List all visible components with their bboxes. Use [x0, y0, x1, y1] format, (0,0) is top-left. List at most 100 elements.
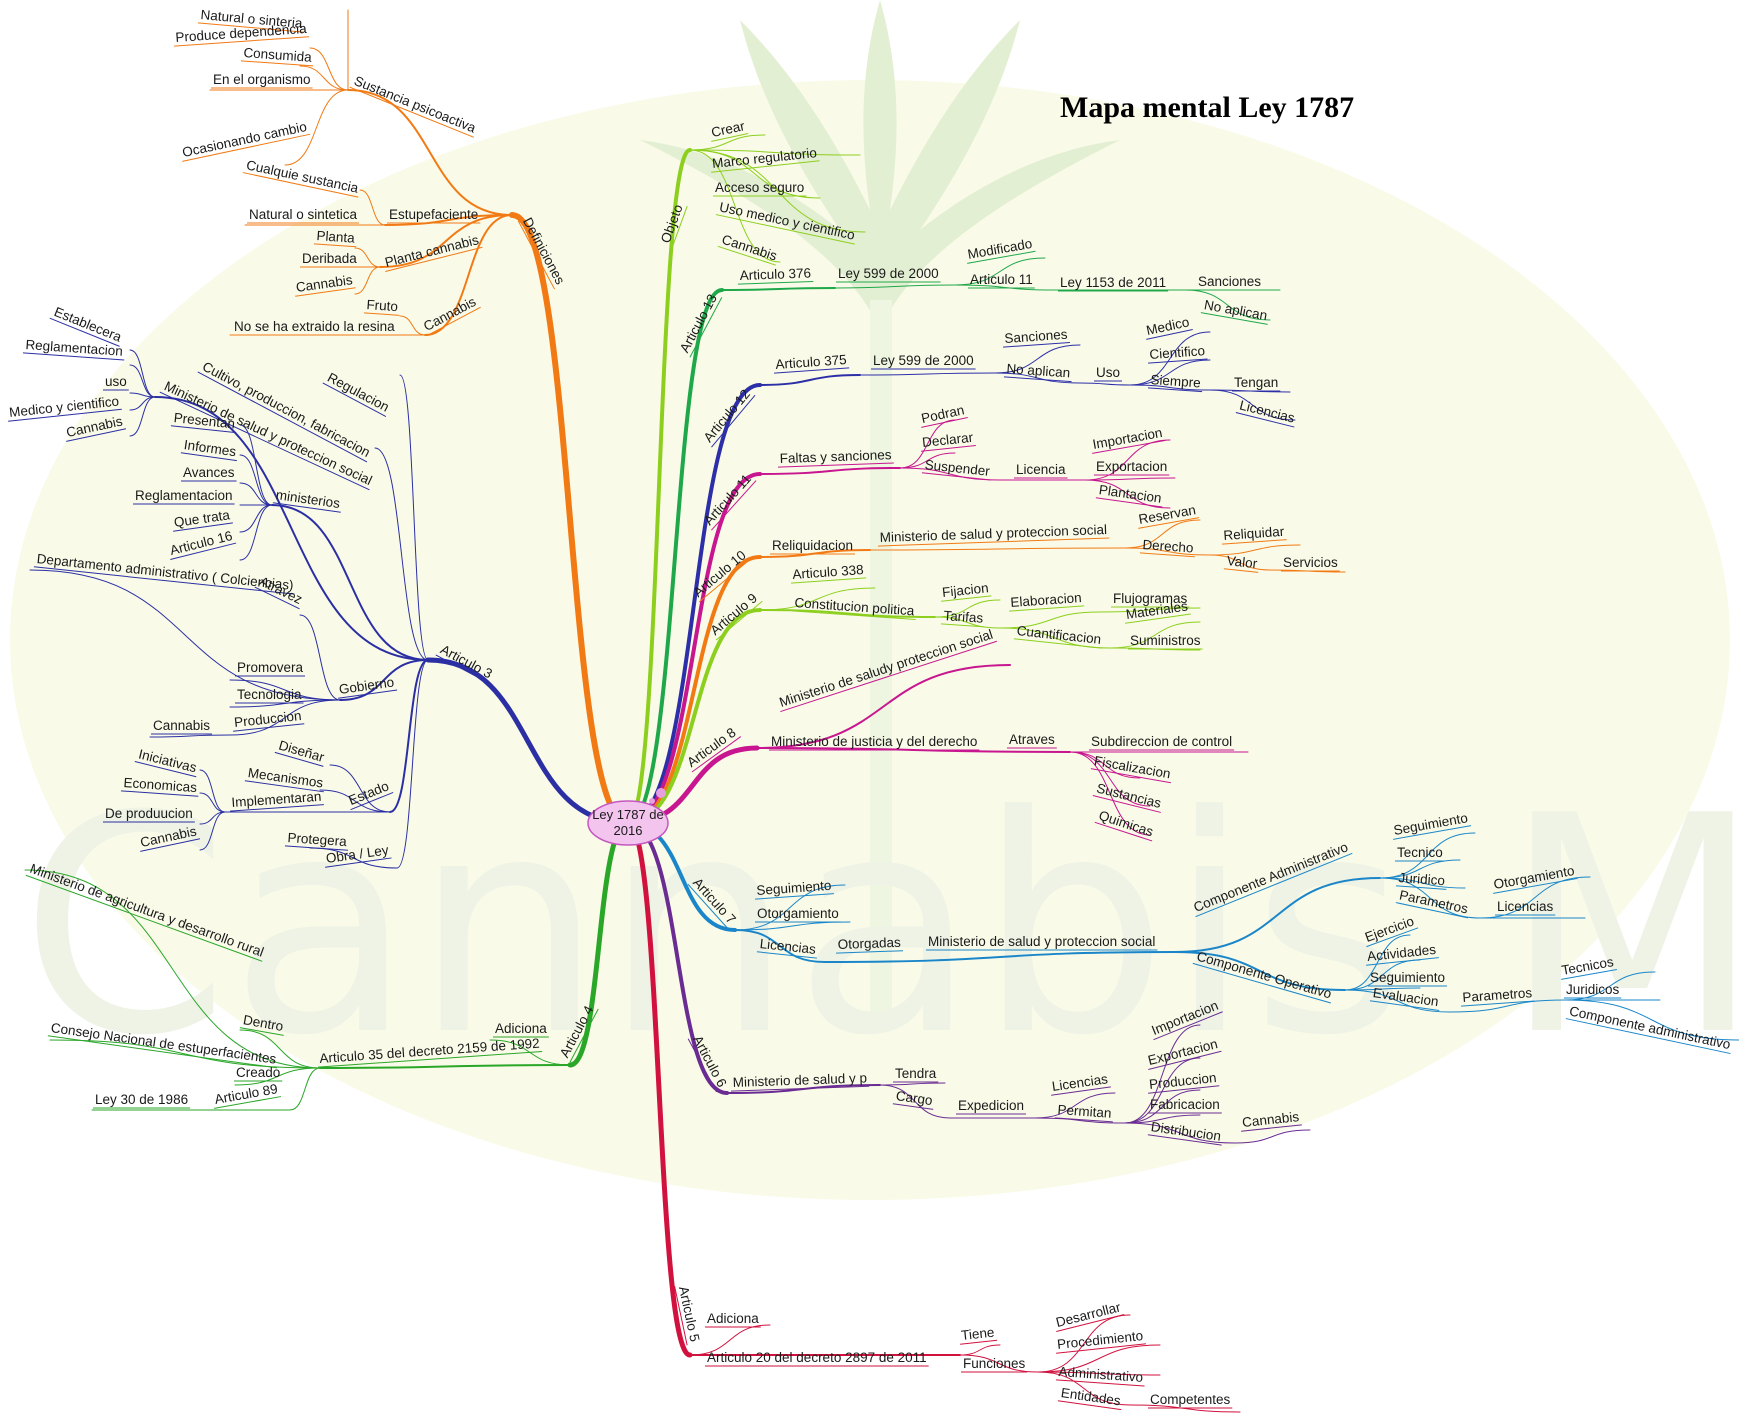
- node-permitan[interactable]: Permitan: [1054, 1102, 1114, 1123]
- node-sanciones-13[interactable]: Sanciones: [1196, 274, 1264, 291]
- node-administrativo-a5[interactable]: Administrativo: [1055, 1364, 1146, 1387]
- node-adiciona-a4[interactable]: Adiciona: [493, 1021, 549, 1038]
- node-elaboracion[interactable]: Elaboracion: [1008, 590, 1085, 612]
- node-tecnicos[interactable]: Tecnicos: [1558, 954, 1617, 980]
- node-estupefaciente[interactable]: Estupefaciente: [387, 207, 481, 224]
- node-articulo338[interactable]: Articulo 338: [790, 562, 867, 584]
- node-informes[interactable]: Informes: [180, 437, 239, 462]
- node-plantacion[interactable]: Plantacion: [1095, 482, 1165, 508]
- node-acceso-seguro[interactable]: Acceso seguro: [713, 180, 807, 197]
- node-protegera[interactable]: Protegera: [284, 830, 349, 851]
- node-ocasionando-cambio[interactable]: Ocasionando cambio: [179, 119, 311, 162]
- node-subdireccion[interactable]: Subdireccion de control: [1089, 734, 1235, 751]
- node-tiene[interactable]: Tiene: [958, 1324, 998, 1345]
- node-uso-a3[interactable]: uso: [103, 374, 129, 391]
- node-seguimiento-7[interactable]: Seguimiento: [754, 878, 834, 900]
- node-cargo[interactable]: Cargo: [892, 1088, 936, 1110]
- node-funciones[interactable]: Funciones: [961, 1356, 1028, 1373]
- node-adiciona-a5[interactable]: Adiciona: [705, 1311, 761, 1328]
- node-reglamentacion-a3[interactable]: Reglamentacion: [22, 337, 125, 361]
- node-deribada[interactable]: Deribada: [300, 251, 359, 268]
- node-produccion-g[interactable]: Produccion: [231, 708, 305, 732]
- node-otorgamiento-7[interactable]: Otorgamiento: [755, 906, 841, 923]
- node-parametros-co[interactable]: Parametros: [1460, 985, 1535, 1007]
- node-materiales[interactable]: Materiales: [1123, 598, 1191, 624]
- node-medico-12[interactable]: Medico: [1143, 314, 1193, 340]
- node-cannabis-6[interactable]: Cannabis: [1239, 1109, 1302, 1132]
- node-procedimiento[interactable]: Procedimiento: [1054, 1328, 1146, 1354]
- node-produccion-6[interactable]: Produccion: [1146, 1070, 1220, 1094]
- node-tengan[interactable]: Tengan: [1232, 375, 1281, 392]
- node-suspender[interactable]: Suspender: [921, 457, 993, 481]
- node-natural-o-sintetica[interactable]: Natural o sintetica: [247, 207, 360, 224]
- node-licencias-7[interactable]: Licencias: [756, 936, 819, 959]
- node-consumida[interactable]: Consumida: [240, 45, 314, 67]
- node-cuantificacion[interactable]: Cuantificacion: [1013, 623, 1104, 649]
- node-ministerio-salud-7[interactable]: Ministerio de salud y proteccion social: [926, 934, 1158, 951]
- node-seguimiento-co[interactable]: Seguimiento: [1368, 970, 1448, 987]
- node-sanciones-12[interactable]: Sanciones: [1002, 326, 1070, 348]
- node-no-aplican-12[interactable]: No aplican: [1003, 361, 1073, 383]
- central-topic-bubble[interactable]: [587, 800, 669, 846]
- node-siempre[interactable]: Siempre: [1147, 372, 1203, 393]
- node-licencias-ca[interactable]: Licencias: [1495, 899, 1556, 916]
- node-ley1153[interactable]: Ley 1153 de 2011: [1058, 275, 1169, 292]
- node-articulo376[interactable]: Articulo 376: [737, 265, 814, 285]
- node-valor[interactable]: Valor: [1223, 553, 1260, 573]
- node-produce-dependencia[interactable]: Produce dependencia: [173, 21, 310, 47]
- node-creado[interactable]: Creado: [234, 1065, 283, 1082]
- node-dentro[interactable]: Dentro: [239, 1012, 287, 1036]
- node-no-extraido[interactable]: No se ha extraido la resina: [232, 319, 397, 336]
- node-ministerios[interactable]: ministerios: [272, 487, 343, 513]
- node-otorgadas[interactable]: Otorgadas: [835, 935, 904, 954]
- node-en-el-organismo[interactable]: En el organismo: [211, 72, 313, 89]
- node-crear[interactable]: Crear: [708, 118, 749, 142]
- node-exportacion-11[interactable]: Exportacion: [1094, 459, 1170, 476]
- node-natural-o-sinteria[interactable]: Natural o sinteria: [197, 7, 305, 33]
- node-faltas[interactable]: Faltas y sanciones: [777, 447, 894, 468]
- node-ley30[interactable]: Ley 30 de 1986: [93, 1092, 191, 1109]
- node-articulo20[interactable]: Articulo 20 del decreto 2897 de 2011: [705, 1350, 929, 1367]
- node-reliquidar[interactable]: Reliquidar: [1221, 524, 1287, 545]
- node-cualquie-sustancia[interactable]: Cualquie sustancia: [242, 157, 362, 198]
- node-fabricacion-6[interactable]: Fabricacion: [1148, 1097, 1222, 1114]
- central-topic[interactable]: Ley 1787 de 2016: [587, 788, 669, 846]
- node-promovera[interactable]: Promovera: [235, 660, 306, 677]
- node-presentan[interactable]: Presentan: [170, 410, 238, 434]
- node-ministerio-justicia[interactable]: Ministerio de justicia y del derecho: [769, 734, 980, 751]
- node-flujogramas[interactable]: Flujogramas: [1111, 591, 1190, 608]
- node-atraves[interactable]: Atraves: [1007, 732, 1057, 749]
- node-reglamentacion-m[interactable]: Reglamentacion: [133, 488, 235, 505]
- node-de-produucion[interactable]: De produucion: [103, 806, 195, 823]
- node-cannabis-g[interactable]: Cannabis: [151, 718, 213, 735]
- node-implementaran[interactable]: Implementaran: [229, 789, 324, 812]
- node-economicas[interactable]: Economicas: [120, 775, 199, 797]
- node-tecnico[interactable]: Tecnico: [1395, 845, 1445, 862]
- node-juridico[interactable]: Juridico: [1395, 870, 1448, 890]
- node-derecho[interactable]: Derecho: [1139, 537, 1196, 558]
- node-suministros[interactable]: Suministros: [1128, 633, 1203, 650]
- node-planta[interactable]: Planta: [313, 228, 357, 248]
- node-competentes[interactable]: Competentes: [1148, 1392, 1233, 1409]
- node-cientifico-12[interactable]: Cientifico: [1147, 343, 1208, 364]
- node-actividades[interactable]: Actividades: [1364, 942, 1439, 966]
- node-tendra[interactable]: Tendra: [893, 1066, 939, 1083]
- node-ministerio-salud-6[interactable]: Ministerio de salud y p: [730, 1070, 870, 1092]
- node-juridicos[interactable]: Juridicos: [1564, 982, 1622, 999]
- node-entidades[interactable]: Entidades: [1057, 1385, 1124, 1411]
- node-desarrollar[interactable]: Desarrollar: [1052, 1299, 1125, 1332]
- node-servicios[interactable]: Servicios: [1281, 555, 1340, 572]
- node-licencia-11[interactable]: Licencia: [1014, 462, 1068, 479]
- node-articulo11-13[interactable]: Articulo 11: [968, 272, 1035, 289]
- node-podran[interactable]: Podran: [918, 402, 968, 428]
- node-ley599-12[interactable]: Ley 599 de 2000: [871, 353, 976, 370]
- node-tarifas[interactable]: Tarifas: [940, 608, 986, 628]
- node-articulo375[interactable]: Articulo 375: [773, 352, 850, 374]
- node-fruto[interactable]: Fruto: [363, 297, 401, 316]
- node-avances[interactable]: Avances: [181, 465, 237, 482]
- node-expedicion[interactable]: Expedicion: [956, 1098, 1027, 1115]
- node-obra-ley[interactable]: Obra / Ley: [323, 842, 392, 868]
- node-ley599-13[interactable]: Ley 599 de 2000: [836, 266, 941, 283]
- node-fijacion[interactable]: Fijacion: [939, 580, 992, 602]
- node-reliquidacion[interactable]: Reliquidacion: [770, 538, 856, 555]
